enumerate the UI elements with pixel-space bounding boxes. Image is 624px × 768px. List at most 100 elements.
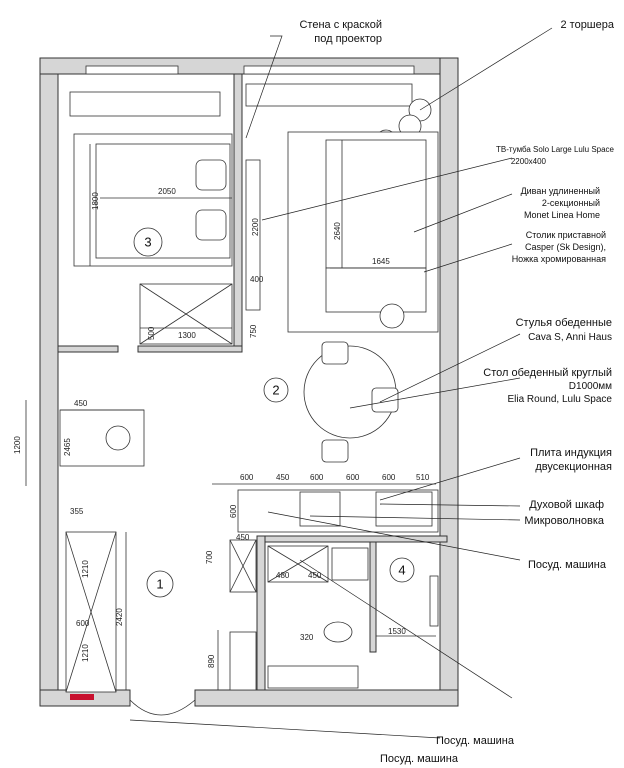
callout-side-table-3: Ножка хромированная — [512, 254, 606, 264]
callout-induction-2: двусекционная — [535, 461, 612, 473]
living-furniture — [245, 83, 439, 463]
chair-right — [371, 387, 399, 413]
toilet — [323, 621, 353, 643]
callout-table-3: Elia Round, Lulu Space — [507, 394, 612, 405]
dim-h600: 600 — [76, 619, 90, 628]
dim-k510: 510 — [416, 473, 430, 482]
dim-500: 500 — [147, 326, 156, 340]
dimension-texts: 2050 1800 2200 400 500 1300 750 2640 164… — [13, 187, 430, 668]
side-table — [379, 303, 405, 329]
callout-wall-paint-1: Стена с краской — [299, 19, 382, 31]
dim-bed-width: 2050 — [158, 187, 176, 196]
dim-sofa-depth: 1645 — [372, 257, 390, 266]
wall-bedroom-bottom-a — [57, 345, 119, 353]
callout-table-1: Стол обеденный круглый — [483, 367, 612, 379]
pillow-bottom — [195, 209, 227, 241]
dim-k600b: 600 — [310, 473, 324, 482]
room-3-number: 3 — [144, 235, 151, 250]
callout-induction-1: Плита индукция — [530, 447, 612, 459]
wall-left — [39, 57, 59, 707]
room-1-marker — [146, 570, 174, 598]
bedroom-furniture — [69, 91, 261, 345]
dim-b320: 320 — [300, 633, 314, 642]
entrance-door — [129, 699, 196, 716]
dim-k600a: 600 — [240, 473, 254, 482]
sink — [299, 491, 341, 527]
callout-dishwasher-1: Посуд. машина — [528, 559, 607, 571]
callout-side-table-2: Casper (Sk Design), — [525, 242, 606, 252]
dim-desk-w: 450 — [74, 399, 88, 408]
callout-sofa-1: Диван удлиненный — [521, 186, 600, 196]
dim-h1210a: 1210 — [81, 560, 90, 578]
callout-tv-stand-1: ТВ-тумба Solo Large Lulu Space — [496, 145, 615, 154]
callout-dishwasher-2: Посуд. машина — [436, 735, 515, 747]
dim-k600d: 600 — [382, 473, 396, 482]
desk — [59, 409, 145, 467]
wall-bedroom-bottom-b — [137, 345, 243, 353]
dim-355: 355 — [70, 507, 84, 516]
room-numbers: 3 2 1 4 — [144, 235, 405, 592]
wall-right — [439, 57, 459, 707]
dim-k450: 450 — [276, 473, 290, 482]
room-2-number: 2 — [272, 383, 279, 398]
kitchen-furniture — [59, 409, 439, 716]
wardrobe — [245, 159, 261, 311]
dim-h1210b: 1210 — [81, 644, 90, 662]
dim-k480: 480 — [276, 571, 290, 580]
callouts: Стена с краской под проектор 2 торшера Т… — [299, 19, 614, 765]
washer — [331, 547, 369, 581]
sofa-seat — [325, 139, 427, 269]
leader-lines — [129, 27, 553, 739]
wall-bath-mid — [369, 541, 377, 653]
dim-k450c: 450 — [308, 571, 322, 580]
callout-floor-lamps: 2 торшера — [560, 19, 614, 31]
callout-microwave: Микроволновка — [524, 515, 604, 527]
wall-bottom-right — [194, 689, 459, 707]
dimension-lines — [25, 140, 436, 690]
window-bedroom — [85, 65, 179, 75]
induction-hob — [375, 491, 433, 527]
window-living — [243, 65, 415, 75]
dim-sofa-len: 2640 — [333, 222, 342, 240]
room-4-marker — [389, 557, 415, 583]
callout-tv-stand-2: 2200х400 — [511, 157, 547, 166]
curtain-living — [245, 83, 413, 107]
sofa-seat-2 — [325, 267, 427, 313]
dim-desk-len: 2465 — [63, 438, 72, 456]
pillow-top — [195, 159, 227, 191]
dim-1200: 1200 — [13, 436, 22, 454]
dim-750: 750 — [249, 324, 258, 338]
room-2-marker — [263, 377, 289, 403]
callout-chairs-1: Стулья обеденные — [516, 317, 612, 329]
dim-1300: 1300 — [178, 331, 196, 340]
wall-bath-left — [256, 535, 266, 691]
callout-oven: Духовой шкаф — [529, 499, 604, 511]
dim-bed-height: 1800 — [91, 192, 100, 210]
callout-sofa-2: 2-секционный — [542, 198, 600, 208]
room-1-number: 1 — [156, 577, 163, 592]
callout-dishwasher-3: Посуд. машина — [380, 753, 459, 765]
callout-side-table-1: Столик приставной — [526, 230, 606, 240]
dim-k600c: 600 — [346, 473, 360, 482]
curtain-bedroom — [69, 91, 221, 117]
shelf — [267, 665, 359, 689]
callout-sofa-3: Monet Linea Home — [524, 210, 600, 220]
chair-top — [321, 341, 349, 365]
dim-b890: 890 — [207, 654, 216, 668]
towel-rail — [429, 575, 439, 627]
dim-h2420: 2420 — [115, 608, 124, 626]
walls — [39, 57, 459, 707]
desk-chair — [105, 425, 131, 451]
dim-k450b: 450 — [236, 533, 250, 542]
dim-b1530: 1530 — [388, 627, 406, 636]
dim-k700: 700 — [205, 550, 214, 564]
red-marker — [70, 694, 94, 700]
dim-400: 400 — [250, 275, 264, 284]
chair-bottom — [321, 439, 349, 463]
callout-chairs-2: Cava S, Anni Haus — [528, 332, 612, 343]
room-4-number: 4 — [398, 563, 405, 578]
room-3-marker — [133, 227, 163, 257]
dim-k600v: 600 — [229, 504, 238, 518]
dim-wardrobe: 2200 — [251, 218, 260, 236]
